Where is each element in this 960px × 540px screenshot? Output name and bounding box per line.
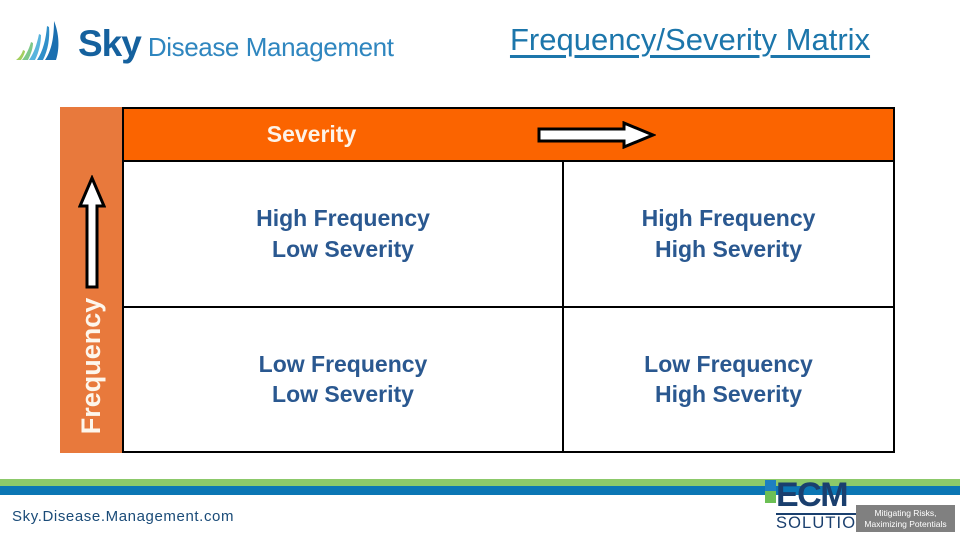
frequency-axis-column: Frequency [60,107,122,453]
matrix-row-low-frequency: Low Frequency Low Severity Low Frequency… [124,307,893,452]
cell-line-1: Low Frequency [258,350,428,377]
brand-name-secondary: Disease Management [147,32,394,62]
cell-line-2: High Severity [655,381,802,408]
cell-line-2: High Severity [655,235,802,262]
page-title: Frequency/Severity Matrix [509,22,871,57]
ecm-color-swatches [765,480,776,503]
ecm-tagline-line-1: Mitigating Risks, [874,507,937,518]
ecm-swatch-green [765,491,776,503]
frequency-axis-label: Frequency [75,297,106,435]
matrix-cell-low-freq-low-sev: Low Frequency Low Severity [124,307,564,451]
ecm-swatch-blue [765,480,776,491]
ecm-tagline-line-2: Maximizing Potentials [864,518,947,529]
frequency-severity-matrix: Frequency Severity High Frequency Low Se… [60,107,895,453]
ecm-tagline: Mitigating Risks, Maximizing Potentials [856,505,955,532]
ecm-subtitle: SOLUTIONS [776,514,882,532]
ecm-wordmark: ECM SOLUTIONS [776,478,888,532]
ecm-solutions-logo: ECM SOLUTIONS Mitigating Risks, Maximizi… [765,478,955,534]
right-arrow-icon [537,121,656,149]
matrix-row-high-frequency: High Frequency Low Severity High Frequen… [124,162,893,308]
matrix-cell-high-freq-high-sev: High Frequency High Severity [564,162,893,306]
brand-wordmark: Sky Disease Management [78,25,394,62]
severity-axis-label: Severity [266,121,357,147]
cell-line-1: High Frequency [641,205,816,232]
footer-rule-green [0,479,960,486]
matrix-cell-low-freq-high-sev: Low Frequency High Severity [564,308,893,452]
sky-sail-logo-icon [16,21,59,60]
up-arrow-icon [78,175,106,289]
matrix-cell-high-freq-low-sev: High Frequency Low Severity [124,162,564,306]
cell-line-2: Low Severity [272,235,414,262]
cell-line-1: High Frequency [256,205,430,232]
ecm-divider [776,513,888,515]
ecm-name: ECM [776,476,849,514]
severity-axis-header: Severity [124,109,893,162]
cell-line-2: Low Severity [272,381,414,408]
cell-line-1: Low Frequency [644,350,813,377]
footer-website-url: Sky.Disease.Management.com [12,508,235,525]
brand-name-primary: Sky [78,23,142,64]
footer-rule-blue [0,486,960,495]
brand-logo: Sky Disease Management [14,14,394,62]
matrix-grid: Severity High Frequency Low Severity Hig… [122,107,895,453]
